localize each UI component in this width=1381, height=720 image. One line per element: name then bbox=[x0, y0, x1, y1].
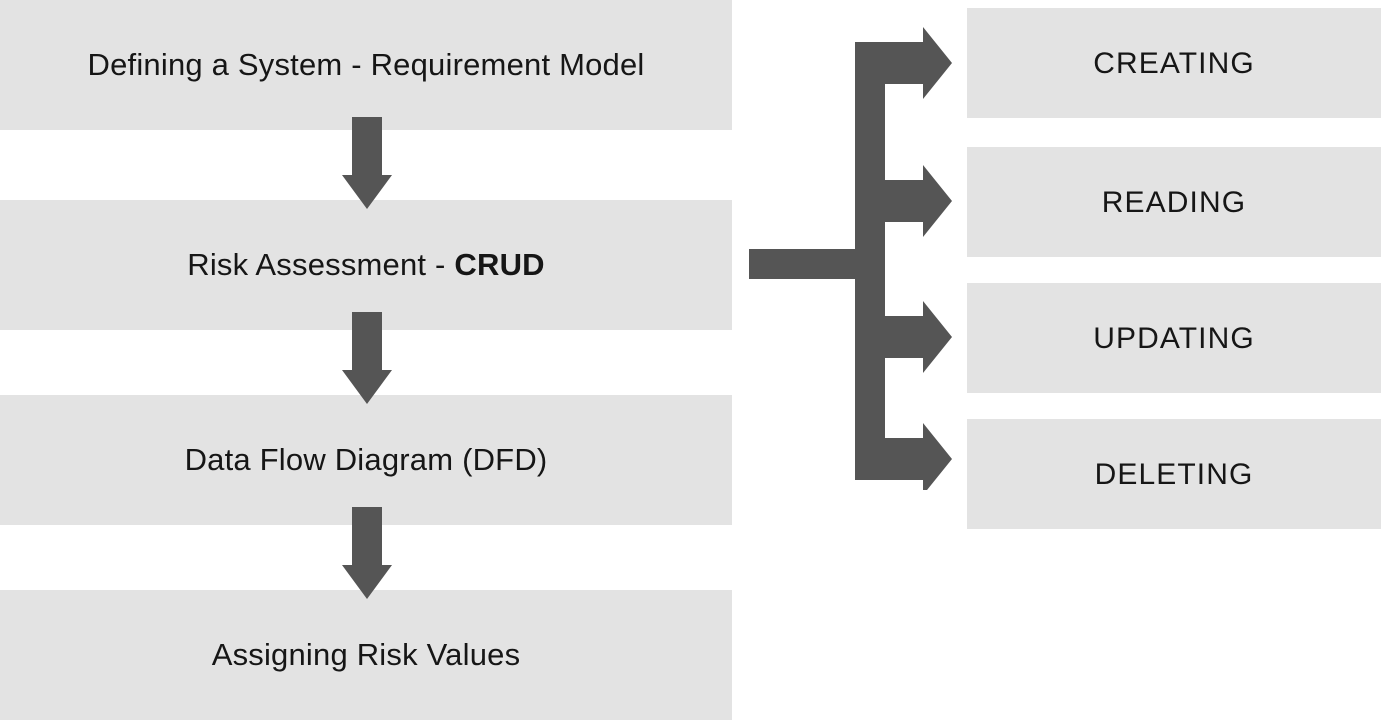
down-arrow-icon bbox=[342, 312, 392, 404]
down-arrow-icon bbox=[342, 117, 392, 209]
crud-box-updating[interactable]: UPDATING bbox=[967, 283, 1381, 393]
down-arrow-icon bbox=[342, 507, 392, 599]
flow-step-label-prefix: Risk Assessment - bbox=[187, 246, 455, 282]
crud-box-label: CREATING bbox=[1093, 46, 1255, 80]
crud-box-creating[interactable]: CREATING bbox=[967, 8, 1381, 118]
flow-step-label-crud: CRUD bbox=[454, 246, 545, 282]
flow-step-label: Data Flow Diagram (DFD) bbox=[184, 441, 548, 477]
flow-step-assigning-risk-values[interactable]: Assigning Risk Values bbox=[0, 590, 732, 720]
crud-box-reading[interactable]: READING bbox=[967, 147, 1381, 257]
flow-step-label: Assigning Risk Values bbox=[211, 636, 521, 672]
branch-arrow-icon bbox=[749, 27, 952, 490]
flow-step-risk-assessment-crud[interactable]: Risk Assessment - CRUD bbox=[0, 200, 732, 330]
flow-step-defining-a-system[interactable]: Defining a System - Requirement Model bbox=[0, 0, 732, 130]
crud-box-label: DELETING bbox=[1094, 457, 1254, 491]
flow-step-label: Risk Assessment - CRUD bbox=[187, 246, 545, 282]
flow-step-data-flow-diagram[interactable]: Data Flow Diagram (DFD) bbox=[0, 395, 732, 525]
crud-box-label: READING bbox=[1101, 185, 1247, 219]
crud-box-deleting[interactable]: DELETING bbox=[967, 419, 1381, 529]
flow-step-label: Defining a System - Requirement Model bbox=[87, 46, 645, 82]
crud-box-label: UPDATING bbox=[1093, 321, 1255, 355]
